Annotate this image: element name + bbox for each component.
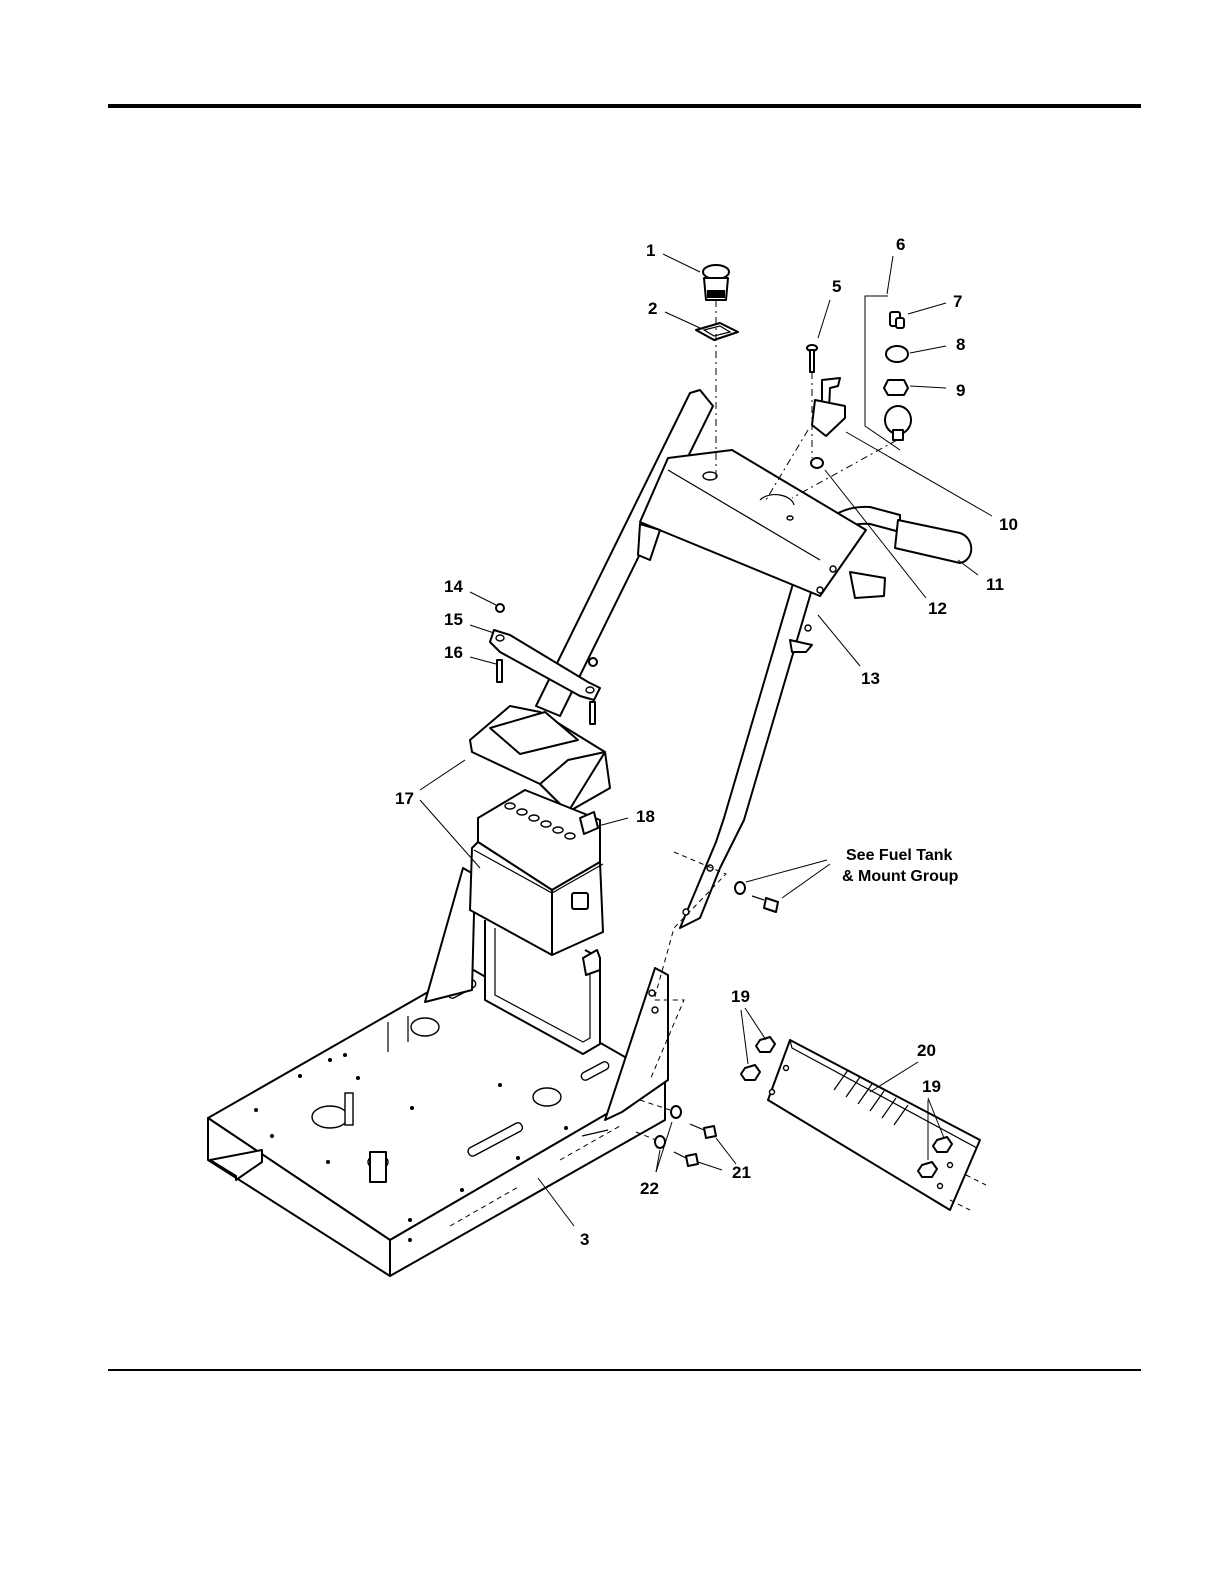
callout-20: 20 bbox=[917, 1041, 936, 1060]
callout-7: 7 bbox=[953, 292, 962, 311]
callout-11: 11 bbox=[986, 575, 1004, 594]
callout-8: 8 bbox=[956, 335, 965, 354]
nut-part-9 bbox=[884, 380, 908, 395]
ignition-switch-part-6 bbox=[885, 406, 911, 440]
callout-21: 21 bbox=[732, 1163, 751, 1182]
bolt-part-5 bbox=[807, 345, 817, 372]
footer-rule bbox=[108, 1369, 1141, 1371]
callout-6: 6 bbox=[896, 235, 905, 254]
callout-16: 16 bbox=[444, 643, 463, 662]
key-part-7 bbox=[890, 312, 904, 328]
callout-10: 10 bbox=[999, 515, 1018, 534]
callout-15: 15 bbox=[444, 610, 463, 629]
nut-part-12 bbox=[811, 458, 823, 468]
bolt-part-21 bbox=[674, 1124, 716, 1166]
throttle-part-10 bbox=[812, 378, 845, 436]
fender-plate-part-20 bbox=[768, 1040, 980, 1210]
fuel-tank-note-line-2: & Mount Group bbox=[842, 868, 959, 885]
callout-9: 9 bbox=[956, 381, 965, 400]
callout-19-left: 19 bbox=[731, 987, 750, 1006]
callout-17: 17 bbox=[395, 789, 414, 808]
fuel-tank-note-line-1: See Fuel Tank bbox=[846, 847, 953, 864]
washer-part-8 bbox=[886, 346, 908, 362]
callout-13: 13 bbox=[861, 669, 880, 688]
callout-5: 5 bbox=[832, 277, 841, 296]
callout-2: 2 bbox=[648, 299, 657, 318]
callout-22: 22 bbox=[640, 1179, 659, 1198]
callout-18: 18 bbox=[636, 807, 655, 826]
switch-bezel-part-2 bbox=[696, 323, 738, 340]
callout-12: 12 bbox=[928, 599, 947, 618]
frame-left-upright bbox=[425, 868, 475, 1002]
callout-14: 14 bbox=[444, 577, 463, 596]
callout-1: 1 bbox=[646, 241, 655, 260]
callout-3: 3 bbox=[580, 1230, 589, 1249]
switch-part-1 bbox=[703, 265, 729, 300]
callout-19-right: 19 bbox=[922, 1077, 941, 1096]
